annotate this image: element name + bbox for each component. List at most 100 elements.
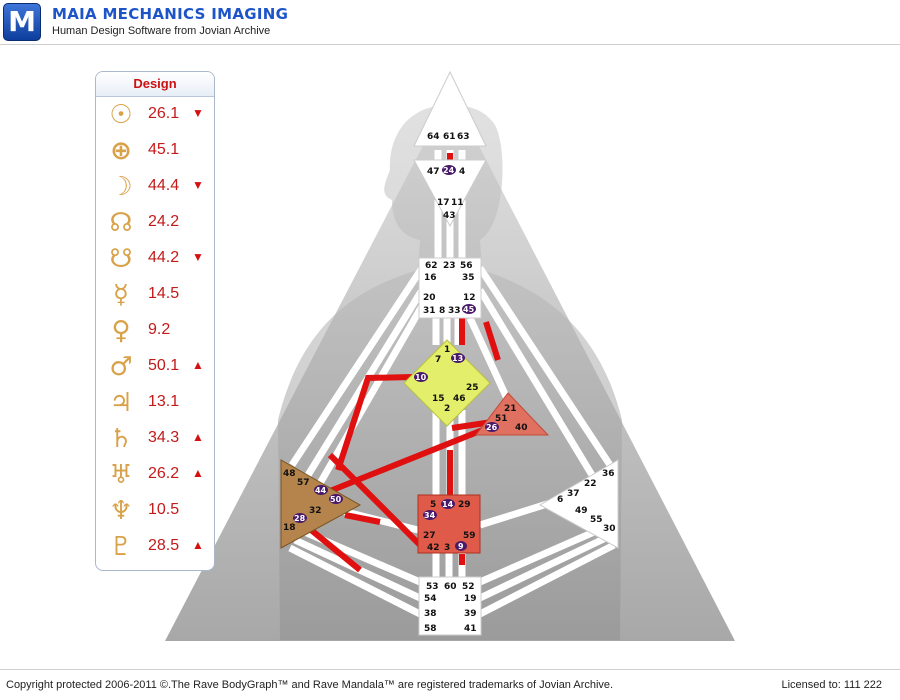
- gate-label: 10: [415, 373, 427, 382]
- gate-label: 54: [424, 594, 437, 604]
- planet-row[interactable]: ♅26.2▲: [96, 457, 214, 493]
- exalted-arrow-icon: ▲: [192, 538, 204, 552]
- gate-label: 4: [459, 167, 465, 177]
- gate-label: 14: [442, 500, 454, 509]
- app-title: MAIA MECHANICS IMAGING: [52, 5, 289, 23]
- gate-label: 29: [458, 500, 471, 510]
- detriment-arrow-icon: ▼: [192, 250, 204, 264]
- gate-label: 49: [575, 506, 588, 516]
- uranus-icon: ♅: [109, 460, 133, 490]
- gate-label: 26: [486, 423, 498, 432]
- planet-row[interactable]: ♀ 9.2: [96, 313, 214, 349]
- gate-label: 60: [444, 582, 457, 592]
- pluto-icon: ♇: [109, 532, 133, 562]
- app-header: M MAIA MECHANICS IMAGING Human Design So…: [0, 0, 900, 45]
- gate-label: 12: [463, 293, 476, 303]
- gate-label: 44: [315, 486, 327, 495]
- gate-label: 32: [309, 506, 322, 516]
- active-channels: [303, 153, 501, 573]
- gate-label: 62: [425, 261, 438, 271]
- planet-row[interactable]: ♂ 50.1 ▲: [96, 349, 214, 385]
- footer: Copyright protected 2006-2011 ©.The Rave…: [0, 669, 900, 700]
- gate-label: 41: [464, 624, 477, 634]
- gate-label: 48: [283, 469, 296, 479]
- gate-label: 43: [443, 211, 456, 221]
- planet-value: 28.5: [148, 537, 180, 554]
- venus-icon: ♀: [111, 316, 131, 346]
- gate-label: 7: [435, 355, 441, 365]
- app-subtitle: Human Design Software from Jovian Archiv…: [52, 25, 271, 37]
- gate-label: 53: [426, 582, 439, 592]
- planet-value: 9.2: [148, 321, 171, 338]
- planet-row[interactable]: ⊕45.1: [96, 133, 214, 169]
- planet-row[interactable]: ♆ 10.5: [96, 493, 214, 529]
- gate-label: 22: [584, 479, 597, 489]
- gate-label: 25: [466, 383, 479, 393]
- planet-value: 50.1: [148, 357, 180, 374]
- saturn-icon: ♄: [109, 424, 133, 454]
- gate-label: 34: [424, 511, 436, 520]
- exalted-arrow-icon: ▲: [192, 430, 204, 444]
- neptune-icon: ♆: [109, 496, 133, 526]
- gate-label: 2: [444, 404, 450, 414]
- gate-label: 13: [452, 354, 463, 363]
- gate-label: 52: [462, 582, 475, 592]
- copyright-text: Copyright protected 2006-2011 ©.The Rave…: [6, 679, 614, 691]
- design-panel-title: Design: [96, 72, 214, 97]
- gate-label: 55: [590, 515, 603, 525]
- detriment-arrow-icon: ▼: [192, 178, 204, 192]
- planet-value: 13.1: [148, 393, 180, 410]
- gate-label: 19: [464, 594, 477, 604]
- gate-label: 47: [427, 167, 440, 177]
- planet-row[interactable]: ♃ 13.1: [96, 385, 214, 421]
- gate-label: 30: [603, 524, 616, 534]
- gate-label: 5: [430, 500, 436, 510]
- planet-value: 14.5: [148, 285, 180, 302]
- gate-label: 50: [330, 495, 342, 504]
- gate-label: 58: [424, 624, 437, 634]
- gate-label: 61: [443, 132, 456, 142]
- planet-value: 26.1: [148, 105, 180, 122]
- sun-icon: ☉: [109, 100, 133, 130]
- gate-label: 45: [463, 305, 475, 314]
- root-center: [418, 576, 482, 636]
- gate-label: 9: [458, 542, 464, 551]
- planet-value: 44.4: [148, 177, 180, 194]
- gate-label: 20: [423, 293, 436, 303]
- planet-row[interactable]: ☉ 26.1 ▼: [96, 97, 214, 133]
- gate-label: 6: [557, 495, 563, 505]
- gate-label: 18: [283, 523, 296, 533]
- earth-icon: ⊕: [110, 136, 132, 166]
- north-node-icon: ☊: [109, 208, 133, 238]
- gate-label: 46: [453, 394, 466, 404]
- planet-row[interactable]: ☿ 14.5: [96, 277, 214, 313]
- planet-row[interactable]: ♇ 28.5 ▲: [96, 529, 214, 565]
- planet-value: 10.5: [148, 501, 180, 518]
- mercury-icon: ☿: [113, 280, 129, 310]
- detriment-arrow-icon: ▼: [192, 106, 204, 120]
- exalted-arrow-icon: ▲: [192, 358, 204, 372]
- planet-value: 26.2: [148, 465, 180, 482]
- planet-row[interactable]: ☊ 24.2: [96, 205, 214, 241]
- gate-label: 28: [294, 514, 306, 523]
- gate-label: 63: [457, 132, 470, 142]
- planet-list: ☉ 26.1 ▼ ⊕45.1☽ 44.4 ▼ ☊ 24.2 ☋44.2▼☿ 14.5 ♀ 9.2 ♂ 50…: [96, 97, 214, 565]
- gate-label: 23: [443, 261, 456, 271]
- planet-row[interactable]: ☋44.2▼: [96, 241, 214, 277]
- gate-label: 51: [495, 414, 508, 424]
- spleen-center: [280, 459, 362, 549]
- gate-label: 33: [448, 306, 461, 316]
- planet-value: 24.2: [148, 213, 180, 230]
- jupiter-icon: ♃: [109, 388, 133, 418]
- gate-label: 57: [297, 478, 310, 488]
- gate-label: 59: [463, 531, 476, 541]
- planet-row[interactable]: ☽ 44.4 ▼: [96, 169, 214, 205]
- mars-icon: ♂: [109, 352, 133, 382]
- app-logo: M: [3, 3, 41, 41]
- license-text: Licensed to: 111 222: [781, 679, 882, 691]
- moon-icon: ☽: [109, 172, 133, 202]
- planet-row[interactable]: ♄34.3▲: [96, 421, 214, 457]
- gate-label: 16: [424, 273, 437, 283]
- gate-label: 24: [443, 166, 455, 175]
